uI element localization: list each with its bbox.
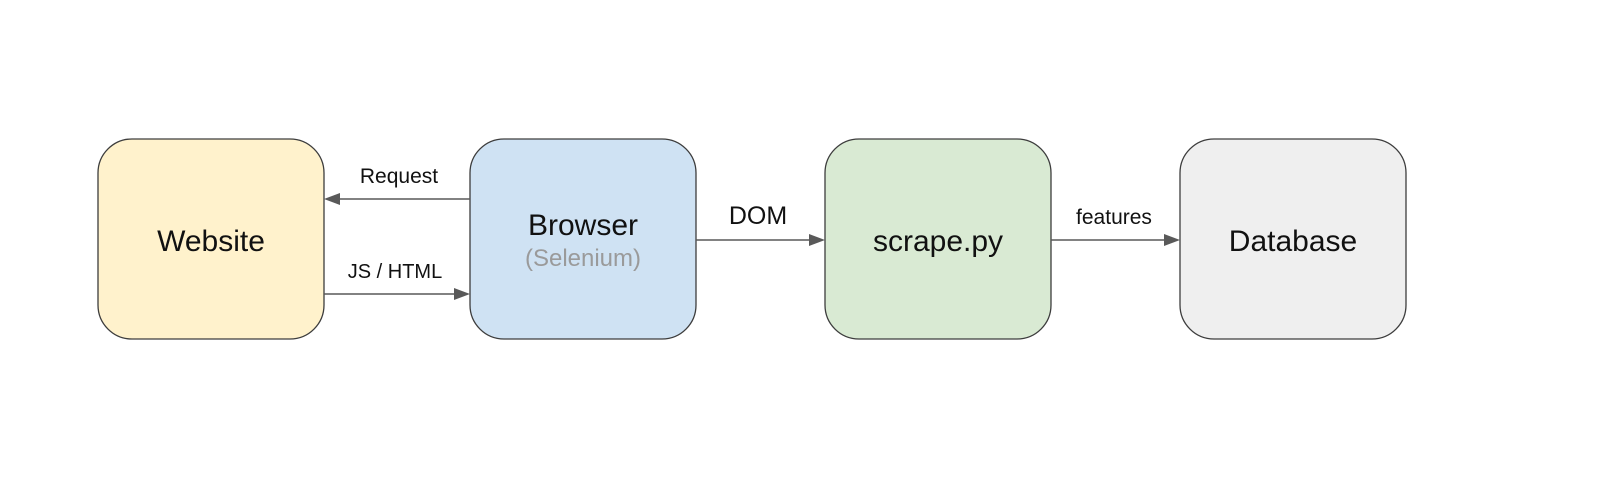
edge-dom: DOM bbox=[696, 202, 825, 246]
node-scrape-box bbox=[824, 138, 1052, 340]
node-browser: Browser (Selenium) bbox=[469, 138, 697, 340]
arrow-right-icon bbox=[1164, 234, 1180, 246]
node-database-box bbox=[1179, 138, 1407, 340]
arrow-right-icon bbox=[809, 234, 825, 246]
node-scrape: scrape.py bbox=[824, 138, 1052, 340]
node-browser-box bbox=[469, 138, 697, 340]
node-website: Website bbox=[97, 138, 325, 340]
node-database-label: Database bbox=[1229, 225, 1357, 258]
edge-request-label: Request bbox=[360, 165, 438, 188]
arrow-left-icon bbox=[324, 193, 340, 205]
node-scrape-label: scrape.py bbox=[873, 225, 1003, 258]
node-website-box bbox=[97, 138, 325, 340]
arrow-right-icon bbox=[454, 288, 470, 300]
edge-request: Request bbox=[324, 165, 470, 205]
edge-js-html-label: JS / HTML bbox=[348, 261, 442, 283]
node-browser-label: Browser bbox=[528, 209, 638, 242]
edge-features-label: features bbox=[1076, 206, 1152, 229]
edge-dom-label: DOM bbox=[729, 202, 787, 230]
edge-js-html: JS / HTML bbox=[324, 261, 470, 300]
edge-features: features bbox=[1051, 206, 1180, 246]
node-website-label: Website bbox=[157, 225, 265, 258]
node-browser-sublabel: (Selenium) bbox=[525, 245, 641, 272]
node-database: Database bbox=[1179, 138, 1407, 340]
